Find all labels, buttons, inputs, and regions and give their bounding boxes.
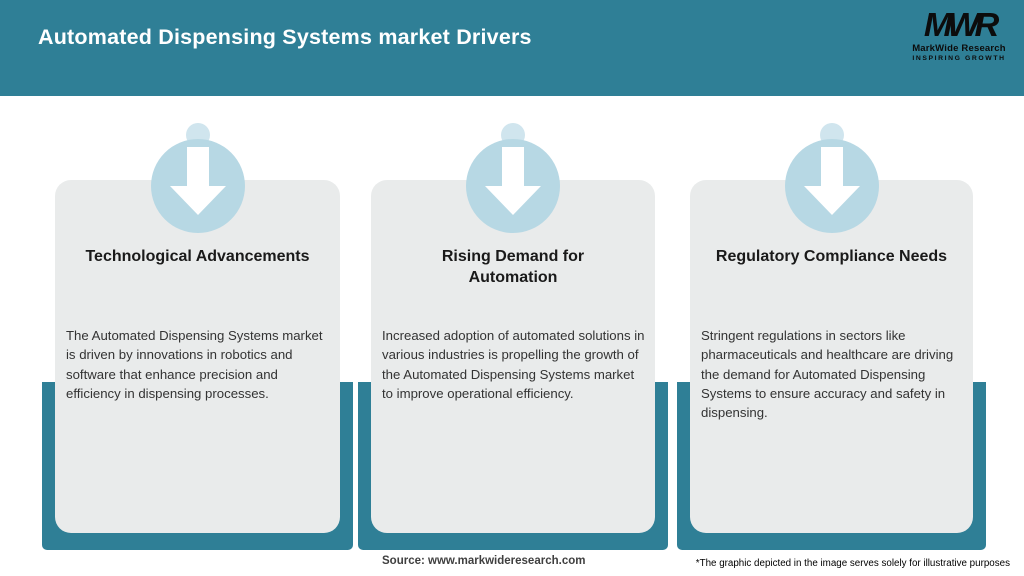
badge-nub: [819, 123, 844, 147]
logo-company-name: MarkWide Research: [912, 43, 1006, 55]
driver-column-2: Rising Demand for Automation Increased a…: [358, 0, 668, 576]
card-title: Regulatory Compliance Needs: [715, 248, 948, 265]
logo-monogram: MWR: [923, 6, 999, 43]
driver-column-3: Regulatory Compliance Needs Stringent re…: [677, 0, 986, 576]
card-description: Increased adoption of automated solution…: [382, 328, 645, 401]
source-text: Source: www.markwideresearch.com: [382, 555, 586, 567]
card-title: Rising Demand for Automation: [441, 248, 585, 286]
markwide-research-logo: MWR MarkWide Research INSPIRING GROWTH: [906, 6, 1012, 63]
badge-nub: [185, 123, 210, 147]
badge-nub: [501, 123, 525, 147]
driver-column-1: Technological Advancements The Automated…: [42, 0, 353, 576]
disclaimer-text: *The graphic depicted in the image serve…: [695, 558, 1010, 569]
card-description: The Automated Dispensing Systems market …: [66, 328, 323, 401]
card-title: Technological Advancements: [85, 248, 310, 265]
header-bar: Automated Dispensing Systems market Driv…: [0, 0, 1024, 96]
card-description: Stringent regulations in sectors like ph…: [701, 328, 954, 421]
driver-card: Regulatory Compliance Needs Stringent re…: [690, 180, 973, 533]
logo-tagline: INSPIRING GROWTH: [912, 55, 1006, 63]
driver-card: Technological Advancements The Automated…: [55, 180, 340, 533]
page-title: Automated Dispensing Systems market Driv…: [38, 25, 532, 49]
driver-card: Rising Demand for Automation Increased a…: [371, 180, 655, 533]
